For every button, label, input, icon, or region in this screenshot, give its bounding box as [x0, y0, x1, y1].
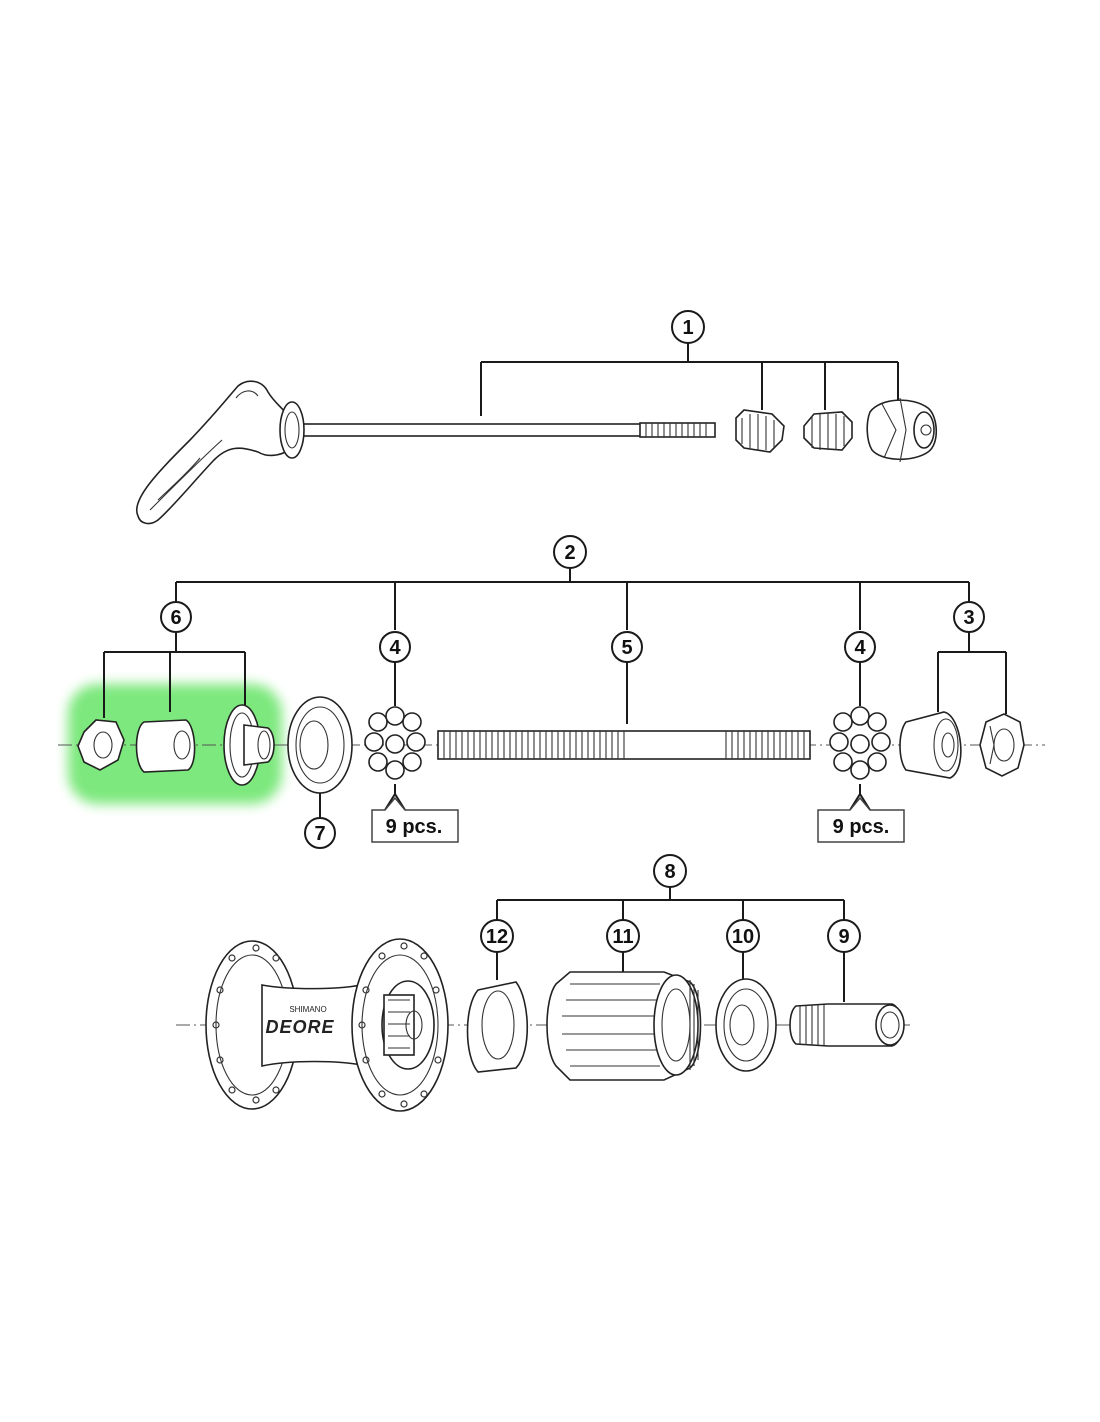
- hub-brand-small: SHIMANO: [289, 1005, 326, 1014]
- callout-2: 2: [553, 535, 587, 569]
- quantity-label-left: 9 pcs.: [371, 796, 459, 843]
- svg-text:2: 2: [564, 542, 575, 564]
- callout-4-right: 4: [844, 631, 876, 663]
- adjusting-nut: [866, 397, 938, 463]
- part-6-lock-nut: [77, 719, 125, 771]
- callout-6: 6: [160, 601, 192, 633]
- callout-9: 9: [827, 919, 861, 953]
- svg-text:10: 10: [732, 926, 754, 948]
- callout-11: 11: [606, 919, 640, 953]
- callout-8: 8: [653, 854, 687, 888]
- svg-text:4: 4: [854, 637, 866, 659]
- callout-3: 3: [953, 601, 985, 633]
- callout-1: 1: [671, 310, 705, 344]
- hub-brand-large: DEORE: [265, 1017, 334, 1037]
- part-6-spacer: [135, 719, 196, 773]
- hub-axle-group: [58, 568, 1045, 818]
- part-7-seal: [287, 696, 353, 794]
- part-11-freehub-body: [546, 971, 702, 1081]
- quick-release-group: [135, 343, 938, 525]
- ball-bearings-right: [829, 706, 891, 780]
- callout-10: 10: [726, 919, 760, 953]
- quick-release-lever: [135, 380, 305, 525]
- svg-text:7: 7: [314, 823, 325, 845]
- ball-bearings-left: [364, 706, 426, 780]
- part-5-axle: [437, 730, 811, 760]
- svg-text:3: 3: [963, 607, 974, 629]
- part-10-dust-seal: [715, 978, 777, 1072]
- quantity-label-right: 9 pcs.: [817, 796, 905, 843]
- svg-text:11: 11: [612, 926, 633, 948]
- callout-12: 12: [480, 919, 514, 953]
- skewer-rod: [289, 422, 716, 438]
- callout-4-left: 4: [379, 631, 411, 663]
- part-6-cone: [223, 704, 275, 786]
- svg-text:6: 6: [170, 607, 181, 629]
- svg-text:12: 12: [486, 926, 508, 948]
- svg-text:9: 9: [838, 926, 849, 948]
- part-12-spacer: [466, 981, 529, 1073]
- part-3-cone: [899, 711, 962, 779]
- spring-2: [803, 411, 853, 451]
- svg-text:5: 5: [621, 637, 632, 659]
- svg-text:8: 8: [664, 861, 675, 883]
- svg-text:9 pcs.: 9 pcs.: [833, 816, 890, 838]
- part-9-freehub-bolt: [789, 1003, 905, 1047]
- svg-text:1: 1: [682, 317, 693, 339]
- svg-text:9 pcs.: 9 pcs.: [386, 816, 443, 838]
- part-3-lock-nut: [979, 713, 1025, 777]
- svg-text:4: 4: [389, 637, 401, 659]
- spring-1: [735, 409, 785, 453]
- callout-5: 5: [611, 631, 643, 663]
- hub-body-group: SHIMANO DEORE: [176, 887, 910, 1112]
- hub-shell: SHIMANO DEORE: [205, 938, 449, 1112]
- callout-7: 7: [304, 817, 336, 849]
